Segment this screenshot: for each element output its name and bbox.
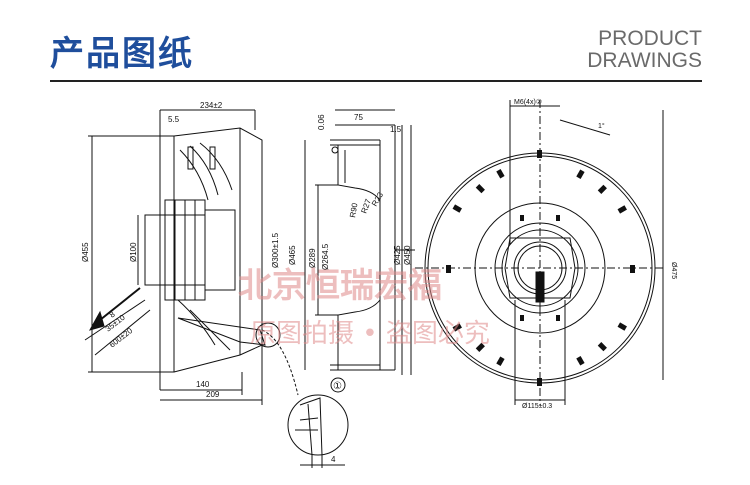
header-subtitle: PRODUCT DRAWINGS [587,28,702,72]
dim-section-d6: Ø450 [403,245,412,265]
front-angle-note: 1° [598,122,605,130]
dim-section-gap: 1.5 [390,125,402,134]
side-view [84,109,299,405]
dim-section-top-a: 0.06 [317,114,326,130]
header-subtitle-line1: PRODUCT [598,27,702,50]
detail-view [287,377,349,468]
watermark-line2: 原图拍摄 • 盗图必究 [250,319,490,349]
dim-outer-dia: Ø455 [81,242,90,262]
dim-section-d4: Ø264.5 [321,243,330,270]
detail-callout: ① [333,381,342,392]
section-view [304,109,415,375]
dim-section-d3: Ø289 [308,248,317,268]
dim-section-top-b: 75 [354,113,363,122]
front-side-dim: Ø475 [670,262,677,279]
front-view-slots [446,150,635,386]
detail-dim: 4 [331,455,336,464]
dim-bottom-a: 140 [196,380,210,389]
dim-section-d1: Ø300±1.5 [271,232,280,268]
header-divider [50,80,702,82]
watermark-line1: 北京恒瑞宏福 [238,266,442,306]
header-subtitle-line2: DRAWINGS [587,49,702,72]
front-view [415,100,665,405]
dim-hub-dia: Ø100 [129,242,138,262]
dim-bottom-b: 209 [206,390,220,399]
dim-top-width: 234±2 [200,101,223,110]
dim-radius-1: R90 [348,202,360,219]
front-bottom-dim: Ø115±0.3 [522,403,552,410]
dim-section-d5: Ø425 [393,245,402,265]
dim-cable-small: 8 [108,309,117,319]
dim-small-offset: 5.5 [168,115,180,124]
front-thread-note: M6(4x)② [514,98,542,106]
page-title: 产品图纸 [50,34,194,74]
dim-section-d2: Ø465 [288,245,297,265]
